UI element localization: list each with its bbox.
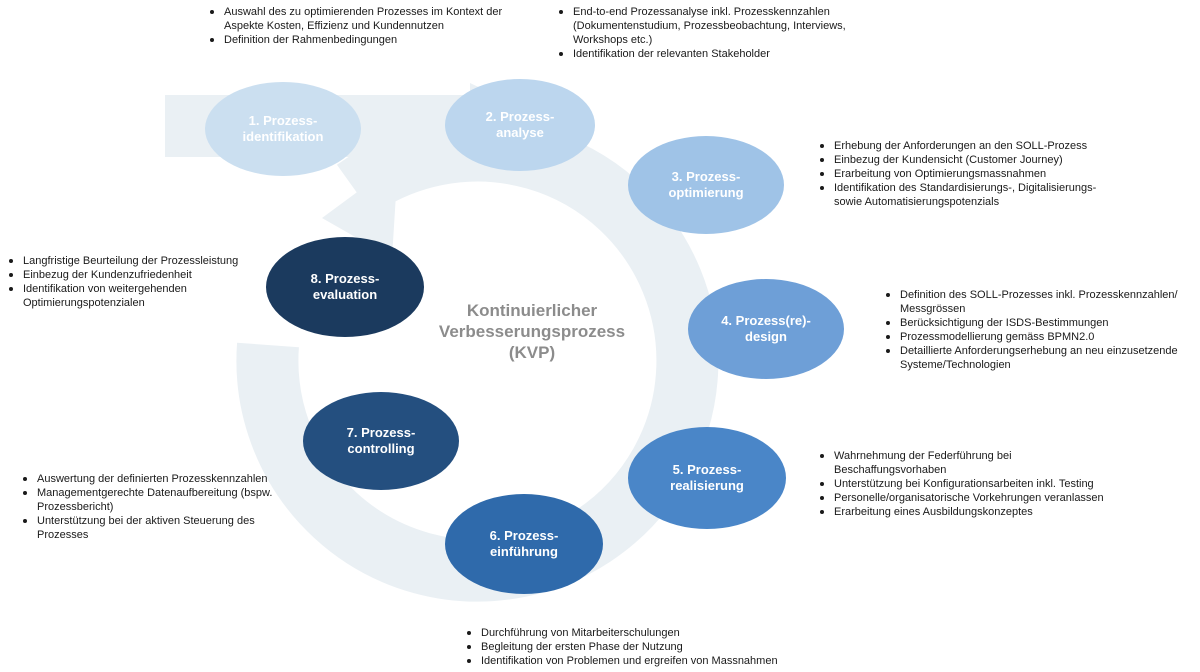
stage-1-label: 1. Prozess- identifikation <box>242 113 324 144</box>
stage-5-bullet: Personelle/organisatorische Vorkehrungen… <box>816 491 1126 505</box>
stage-8-label: 8. Prozess- evaluation <box>310 271 380 302</box>
stage-6-bullet: Identifikation von Problemen und ergreif… <box>463 654 823 668</box>
stage-6-bullet: Begleitung der ersten Phase der Nutzung <box>463 640 823 654</box>
stage-6-prozesseinfuehrung[interactable]: 6. Prozess- einführung <box>445 494 603 594</box>
stage-8-description: Langfristige Beurteilung der Prozessleis… <box>5 254 265 310</box>
stage-6-label: 6. Prozess- einführung <box>489 528 559 559</box>
stage-7-bullet: Unterstützung bei der aktiven Steuerung … <box>19 514 294 542</box>
stage-1-prozessidentifikation[interactable]: 1. Prozess- identifikation <box>205 82 361 176</box>
stage-4-description: Definition des SOLL-Prozesses inkl. Proz… <box>882 288 1196 372</box>
stage-1-bullet: Auswahl des zu optimierenden Prozesses i… <box>206 5 521 33</box>
stage-7-label: 7. Prozess- controlling <box>346 425 416 456</box>
stage-4-bullet: Detaillierte Anforderungserhebung an neu… <box>882 344 1196 372</box>
stage-3-bullet: Erhebung der Anforderungen an den SOLL-P… <box>816 139 1126 153</box>
stage-5-bullet: Unterstützung bei Konfigurationsarbeiten… <box>816 477 1126 491</box>
stage-6-bullet: Durchführung von Mitarbeiterschulungen <box>463 626 823 640</box>
stage-4-bullet: Berücksichtigung der ISDS-Bestimmungen <box>882 316 1196 330</box>
stage-3-bullet: Erarbeitung von Optimierungsmassnahmen <box>816 167 1126 181</box>
stage-2-bullet: Identifikation der relevanten Stakeholde… <box>555 47 875 61</box>
stage-5-bullet: Wahrnehmung der Federführung bei Beschaf… <box>816 449 1126 477</box>
stage-7-bullet: Auswertung der definierten Prozesskennza… <box>19 472 294 486</box>
stage-7-description: Auswertung der definierten Prozesskennza… <box>19 472 294 542</box>
stage-4-label: 4. Prozess(re)- design <box>721 313 811 344</box>
stage-3-prozessoptimierung[interactable]: 3. Prozess- optimierung <box>628 136 784 234</box>
cycle-arrowhead <box>322 162 398 258</box>
stage-3-label: 3. Prozess- optimierung <box>668 169 744 200</box>
stage-5-prozessrealisierung[interactable]: 5. Prozess- realisierung <box>628 427 786 529</box>
stage-1-bullet: Definition der Rahmenbedingungen <box>206 33 521 47</box>
stage-8-prozessevaluation[interactable]: 8. Prozess- evaluation <box>266 237 424 337</box>
stage-5-label: 5. Prozess- realisierung <box>670 462 744 493</box>
stage-7-prozesscontrolling[interactable]: 7. Prozess- controlling <box>303 392 459 490</box>
stage-4-bullet: Prozessmodellierung gemäss BPMN2.0 <box>882 330 1196 344</box>
stage-3-bullet: Identifikation des Standardisierungs-, D… <box>816 181 1126 209</box>
stage-2-bullet: End-to-end Prozessanalyse inkl. Prozessk… <box>555 5 875 47</box>
stage-5-bullet: Erarbeitung eines Ausbildungskonzeptes <box>816 505 1126 519</box>
stage-2-description: End-to-end Prozessanalyse inkl. Prozessk… <box>555 5 875 61</box>
stage-7-bullet: Managementgerechte Datenaufbereitung (bs… <box>19 486 294 514</box>
center-title: Kontinuierlicher Verbesserungsprozess (K… <box>438 301 626 362</box>
stage-8-bullet: Langfristige Beurteilung der Prozessleis… <box>5 254 265 268</box>
stage-2-label: 2. Prozess- analyse <box>485 109 555 140</box>
stage-2-prozessanalyse[interactable]: 2. Prozess- analyse <box>445 79 595 171</box>
stage-1-description: Auswahl des zu optimierenden Prozesses i… <box>206 5 521 47</box>
stage-3-description: Erhebung der Anforderungen an den SOLL-P… <box>816 139 1126 209</box>
stage-4-bullet: Definition des SOLL-Prozesses inkl. Proz… <box>882 288 1196 316</box>
stage-4-prozessredesign[interactable]: 4. Prozess(re)- design <box>688 279 844 379</box>
stage-3-bullet: Einbezug der Kundensicht (Customer Journ… <box>816 153 1126 167</box>
stage-8-bullet: Einbezug der Kundenzufriedenheit <box>5 268 265 282</box>
stage-6-description: Durchführung von Mitarbeiterschulungen B… <box>463 626 823 668</box>
stage-5-description: Wahrnehmung der Federführung bei Beschaf… <box>816 449 1126 519</box>
stage-8-bullet: Identifikation von weitergehenden Optimi… <box>5 282 265 310</box>
